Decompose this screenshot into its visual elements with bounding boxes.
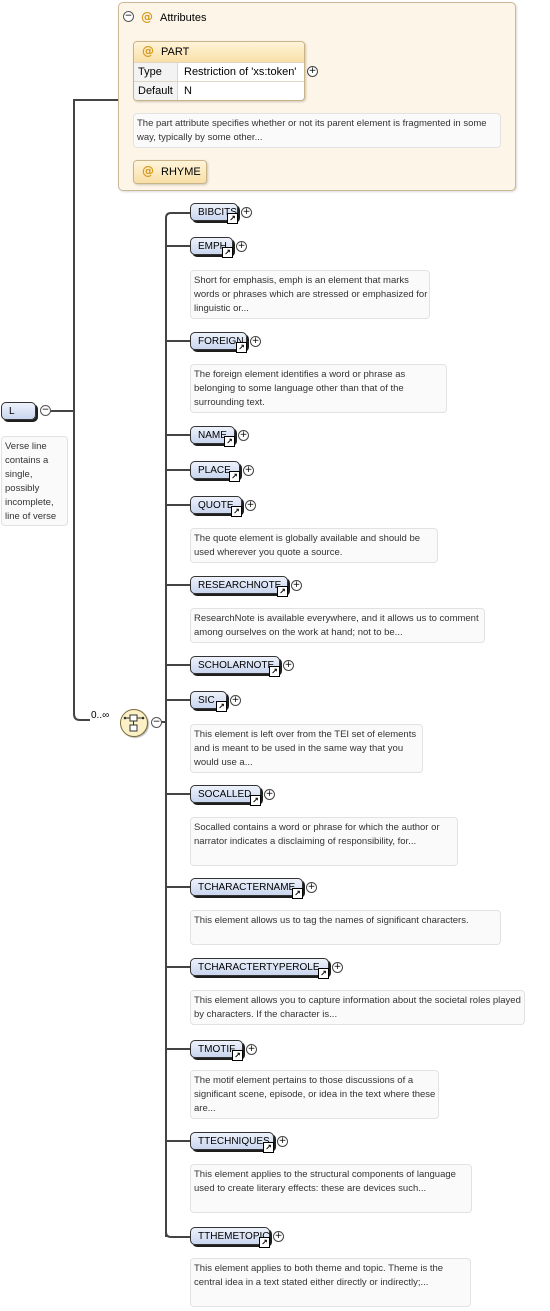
attribute-rhyme-name: RHYME: [161, 166, 201, 178]
part-expand-icon[interactable]: +: [307, 66, 318, 77]
reference-arrow-icon: ↗: [224, 436, 235, 447]
reference-arrow-icon: ↗: [263, 1142, 274, 1153]
expand-icon[interactable]: +: [246, 1044, 257, 1055]
attribute-part-box[interactable]: @ PART Type Restriction of 'xs:token' De…: [133, 41, 305, 101]
element-description: This element applies to both theme and t…: [190, 1258, 471, 1307]
expand-icon[interactable]: +: [238, 430, 249, 441]
type-value: Restriction of 'xs:token': [184, 66, 297, 78]
element-tcharactertyperole[interactable]: TCHARACTERTYPEROLE: [190, 958, 329, 976]
expand-icon[interactable]: +: [241, 207, 252, 218]
reference-arrow-icon: ↗: [259, 1237, 270, 1248]
expand-icon[interactable]: +: [332, 962, 343, 973]
attribute-icon: @: [142, 44, 154, 58]
reference-arrow-icon: ↗: [318, 968, 329, 979]
element-label: BIBCITS: [198, 207, 237, 218]
element-description: The quote element is globally available …: [190, 528, 438, 563]
element-ttechniques[interactable]: TTECHNIQUES: [190, 1132, 274, 1150]
element-tcharactername[interactable]: TCHARACTERNAME: [190, 878, 303, 896]
root-element-l[interactable]: L: [1, 402, 36, 420]
element-scholarnote[interactable]: SCHOLARNOTE: [190, 656, 280, 674]
attribute-part-header: @ PART: [134, 42, 304, 62]
default-label: Default: [134, 82, 178, 100]
reference-arrow-icon: ↗: [227, 213, 238, 224]
element-tthemetopic[interactable]: TTHEMETOPIC: [190, 1227, 270, 1245]
element-label: NAME: [198, 430, 227, 441]
reference-arrow-icon: ↗: [277, 586, 288, 597]
expand-icon[interactable]: +: [245, 500, 256, 511]
element-label: QUOTE: [198, 500, 234, 511]
element-label: TCHARACTERTYPEROLE: [198, 962, 320, 973]
attribute-icon: @: [142, 164, 154, 178]
sequence-compositor-icon[interactable]: [120, 709, 148, 737]
attributes-collapse-icon[interactable]: −: [123, 11, 134, 22]
root-element-label: L: [9, 406, 15, 417]
type-label: Type: [134, 63, 178, 81]
element-description: This element allows you to capture infor…: [190, 990, 525, 1025]
element-description: This element applies to the structural c…: [190, 1164, 472, 1213]
element-description: Short for emphasis, emph is an element t…: [190, 270, 430, 319]
element-label: EMPH: [198, 241, 227, 252]
attribute-group-icon: @: [141, 10, 153, 24]
element-label: TTECHNIQUES: [198, 1136, 270, 1147]
element-description: This element is left over from the TEI s…: [190, 724, 423, 773]
reference-arrow-icon: ↗: [236, 342, 247, 353]
attributes-panel: − @ Attributes @ PART Type Restriction o…: [118, 2, 516, 191]
element-foreign[interactable]: FOREIGN: [190, 332, 247, 350]
element-name[interactable]: NAME: [190, 426, 235, 444]
reference-arrow-icon: ↗: [250, 795, 261, 806]
element-description: ResearchNote is available everywhere, an…: [190, 608, 485, 643]
reference-arrow-icon: ↗: [292, 888, 303, 899]
reference-arrow-icon: ↗: [222, 247, 233, 258]
element-label: TMOTIF: [198, 1044, 236, 1055]
expand-icon[interactable]: +: [277, 1136, 288, 1147]
element-label: PLACE: [198, 465, 231, 476]
element-description: This element allows us to tag the names …: [190, 910, 501, 945]
element-label: SIC: [198, 695, 215, 706]
root-collapse-icon[interactable]: −: [40, 405, 51, 416]
attribute-part-default-row: Default N: [134, 81, 304, 100]
attribute-rhyme-header: @ RHYME: [134, 161, 206, 183]
expand-icon[interactable]: +: [243, 465, 254, 476]
element-description: The foreign element identifies a word or…: [190, 364, 447, 413]
sequence-collapse-icon[interactable]: −: [151, 717, 162, 728]
expand-icon[interactable]: +: [273, 1231, 284, 1242]
attribute-rhyme-box[interactable]: @ RHYME: [133, 160, 207, 184]
expand-icon[interactable]: +: [250, 336, 261, 347]
expand-icon[interactable]: +: [291, 580, 302, 591]
attributes-title: Attributes: [160, 12, 207, 24]
reference-arrow-icon: ↗: [269, 666, 280, 677]
element-label: TTHEMETOPIC: [198, 1231, 270, 1242]
reference-arrow-icon: ↗: [231, 506, 242, 517]
expand-icon[interactable]: +: [236, 241, 247, 252]
root-description: Verse line contains a single, possibly i…: [1, 436, 68, 526]
attribute-part-name: PART: [161, 46, 190, 58]
attribute-part-description: The part attribute specifies whether or …: [133, 113, 501, 148]
sequence-occurrence: 0..∞: [91, 710, 110, 721]
sequence-symbol-icon: [123, 714, 145, 732]
reference-arrow-icon: ↗: [229, 471, 240, 482]
element-label: RESEARCHNOTE: [198, 580, 282, 591]
attribute-part-type-row: Type Restriction of 'xs:token': [134, 62, 304, 81]
element-socalled[interactable]: SOCALLED: [190, 785, 261, 803]
expand-icon[interactable]: +: [230, 695, 241, 706]
element-label: SCHOLARNOTE: [198, 660, 275, 671]
element-researchnote[interactable]: RESEARCHNOTE: [190, 576, 288, 594]
expand-icon[interactable]: +: [264, 789, 275, 800]
expand-icon[interactable]: +: [306, 882, 317, 893]
expand-icon[interactable]: +: [283, 660, 294, 671]
element-quote[interactable]: QUOTE: [190, 496, 242, 514]
element-label: TCHARACTERNAME: [198, 882, 296, 893]
element-bibcits[interactable]: BIBCITS: [190, 203, 238, 221]
reference-arrow-icon: ↗: [216, 701, 227, 712]
default-value: N: [184, 85, 192, 97]
element-description: Socalled contains a word or phrase for w…: [190, 817, 458, 866]
element-place[interactable]: PLACE: [190, 461, 240, 479]
element-description: The motif element pertains to those disc…: [190, 1070, 439, 1119]
element-label: FOREIGN: [198, 336, 244, 347]
reference-arrow-icon: ↗: [232, 1050, 243, 1061]
element-label: SOCALLED: [198, 789, 252, 800]
element-tmotif[interactable]: TMOTIF: [190, 1040, 243, 1058]
